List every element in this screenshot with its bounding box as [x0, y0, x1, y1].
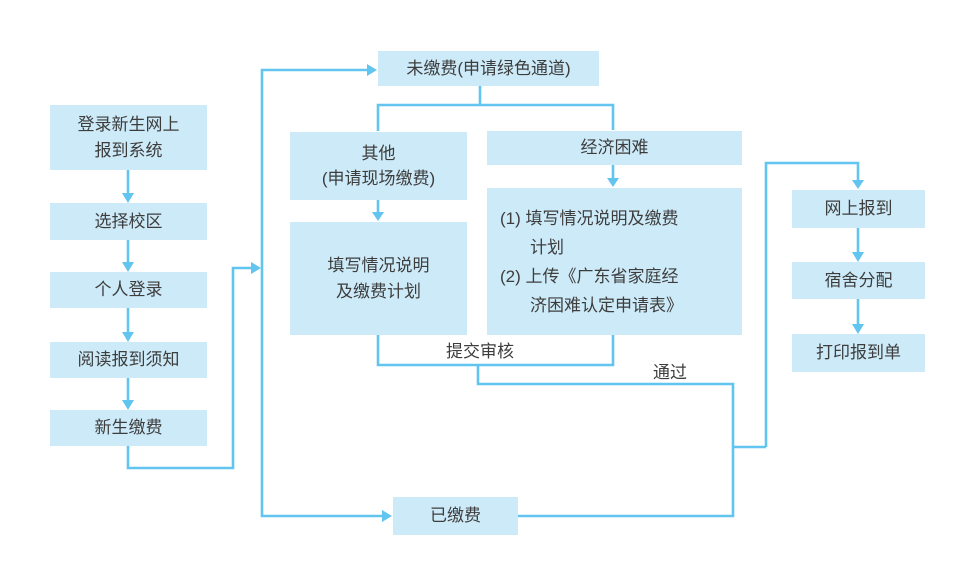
- node-read-notice: 阅读报到须知: [50, 342, 207, 378]
- arrowhead-unpaid-icon: [367, 64, 377, 76]
- arrowhead-notice-icon: [122, 332, 134, 342]
- edge-merge-bracket: [376, 335, 615, 367]
- edge-up-to-online: [764, 161, 860, 447]
- arrowhead-branch-icon: [251, 262, 261, 274]
- node-hardship-steps: (1) 填写情况说明及缴费 计划 (2) 上传《广东省家庭经 济困难认定申请表》: [487, 188, 742, 335]
- node-login: 登录新生网上 报到系统: [50, 105, 207, 170]
- node-personal-login: 个人登录: [50, 272, 207, 308]
- node-print-slip: 打印报到单: [792, 334, 925, 372]
- edge-unpaid-bracket: [376, 103, 615, 131]
- edge-pass-line: [476, 365, 735, 447]
- arrowhead-dorm-icon: [852, 252, 864, 262]
- node-other: 其他 (申请现场缴费): [290, 132, 467, 200]
- node-paid: 已缴费: [393, 497, 518, 535]
- arrowhead-personal-icon: [122, 262, 134, 272]
- node-online-checkin: 网上报到: [792, 190, 925, 228]
- arrowhead-print-icon: [852, 324, 864, 334]
- node-fill-plan: 填写情况说明 及缴费计划: [290, 222, 467, 335]
- arrowhead-fillplan-icon: [372, 212, 384, 221]
- node-unpaid: 未缴费(申请绿色通道): [378, 51, 599, 86]
- edge-pay-to-branch: [126, 266, 251, 470]
- arrowhead-pay-icon: [122, 400, 134, 410]
- edge-paid-right: [518, 447, 735, 518]
- arrowhead-online-icon: [852, 180, 864, 189]
- hardship-step-1: (1) 填写情况说明及缴费 计划: [500, 208, 679, 257]
- label-pass: 通过: [653, 363, 687, 382]
- hardship-step-2: (2) 上传《广东省家庭经 济困难认定申请表》: [500, 266, 683, 315]
- arrowhead-paid-icon: [382, 510, 392, 522]
- label-submit-review: 提交审核: [446, 342, 514, 361]
- node-dorm-assign: 宿舍分配: [792, 262, 925, 299]
- arrowhead-campus-icon: [122, 193, 134, 203]
- edge-branch-trunk: [260, 68, 383, 518]
- node-freshman-pay: 新生缴费: [50, 410, 207, 446]
- node-hardship: 经济困难: [487, 131, 742, 165]
- arrowhead-steps-icon: [607, 178, 619, 187]
- node-select-campus: 选择校区: [50, 203, 207, 240]
